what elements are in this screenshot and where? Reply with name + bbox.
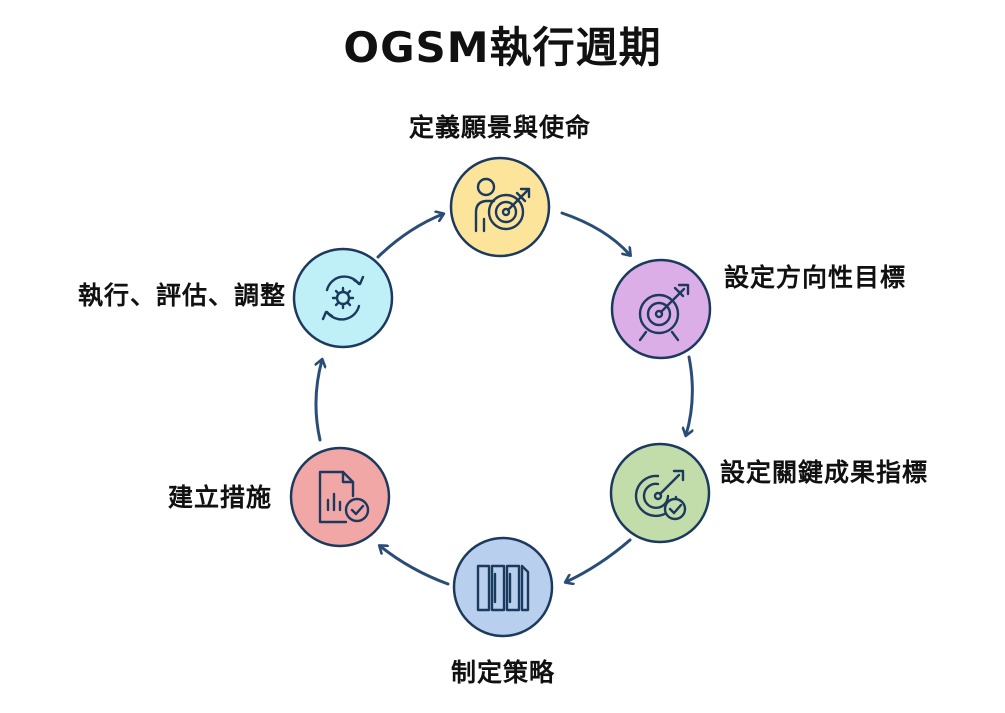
step-node-key-results xyxy=(609,442,711,544)
arrow-measures-to-execute xyxy=(316,360,322,442)
step-label-objectives: 設定方向性目標 xyxy=(724,263,907,292)
target-arrow-icon xyxy=(638,283,690,342)
arrow-key-results-to-strategy xyxy=(566,538,632,582)
gear-cycle-icon xyxy=(321,275,365,321)
step-label-strategy: 制定策略 xyxy=(450,658,556,687)
step-label-execute: 執行、評估、調整 xyxy=(77,281,286,310)
arrow-strategy-to-measures xyxy=(380,546,450,586)
step-label-key-results: 設定關鍵成果指標 xyxy=(720,458,929,487)
person-target-icon xyxy=(474,177,531,233)
step-node-measures xyxy=(289,446,391,548)
arrow-execute-to-vision xyxy=(376,214,443,259)
step-label-measures: 建立措施 xyxy=(167,483,272,512)
columns-icon xyxy=(476,564,530,612)
diagram-title: OGSM執行週期 xyxy=(343,23,662,72)
step-label-vision: 定義願景與使命 xyxy=(408,113,592,142)
document-chart-check-icon xyxy=(318,470,370,524)
step-node-vision xyxy=(449,156,551,258)
step-node-strategy xyxy=(452,536,554,638)
arrow-objectives-to-key-results xyxy=(686,355,694,435)
target-check-icon xyxy=(634,469,687,521)
step-node-execute xyxy=(292,247,394,349)
step-node-objectives xyxy=(610,258,712,360)
arrow-vision-to-objectives xyxy=(560,211,630,255)
